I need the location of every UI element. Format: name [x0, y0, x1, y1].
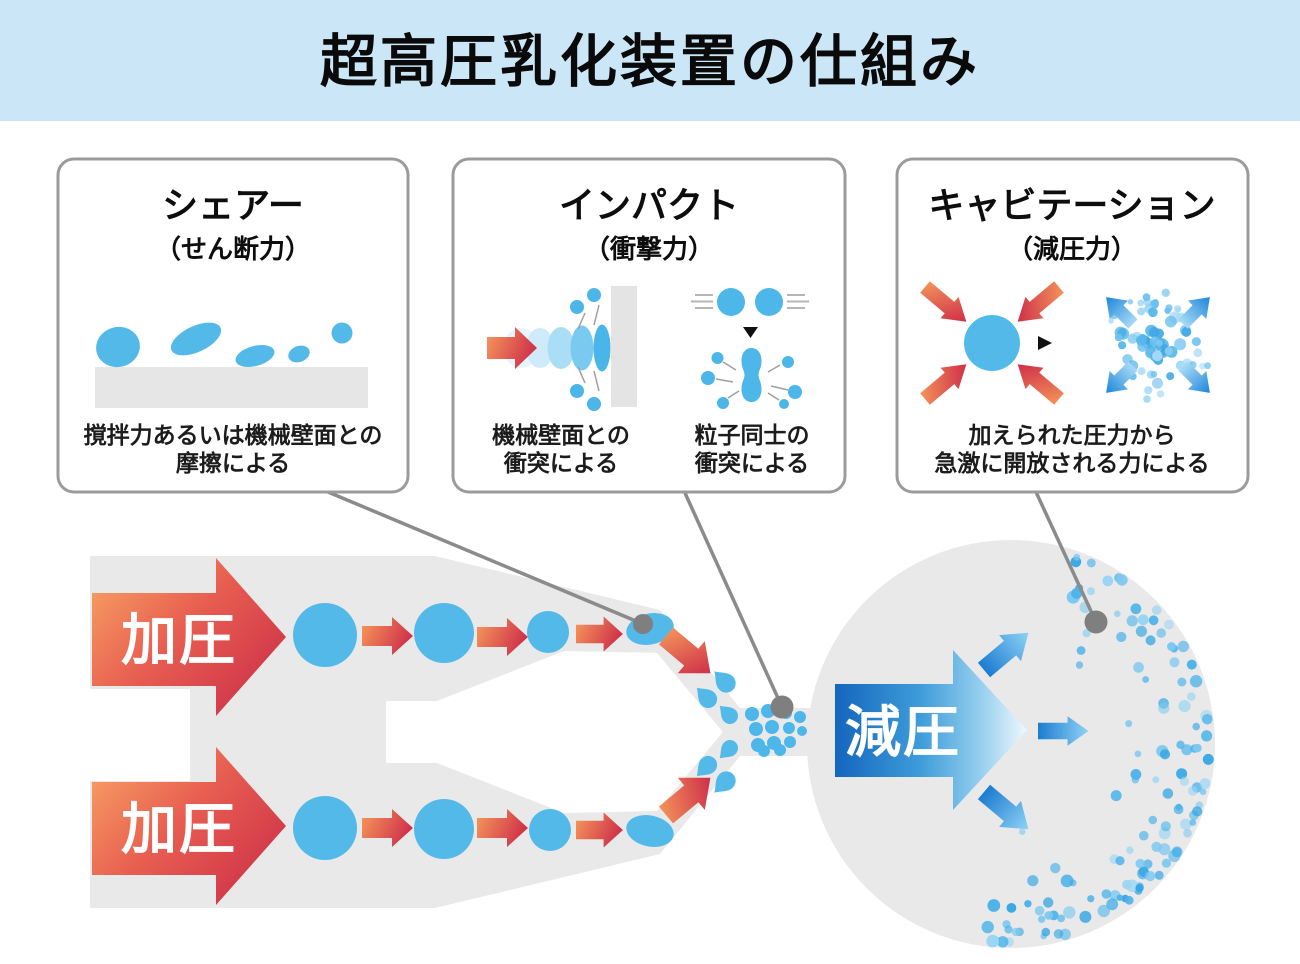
impact-caption-particle-line2: 衝突による	[694, 450, 809, 477]
cavitation-subtitle: （減圧力）	[1007, 235, 1137, 265]
impact-caption-wall-line2: 衝突による	[503, 450, 618, 477]
pressure-label-bottom: 加圧	[121, 798, 237, 863]
impact-particle-illustration	[691, 288, 809, 409]
channel-gap	[90, 689, 190, 781]
burst-particles	[1108, 288, 1211, 403]
cavitation-title: キャビテーション	[928, 186, 1215, 227]
channel-cavity	[386, 651, 723, 813]
connector-dot-shear	[633, 614, 653, 634]
shear-caption-line1: 撹拌力あるいは機械壁面との	[84, 422, 383, 449]
bottom-channel-particles	[293, 736, 742, 860]
cavitation-box-frame	[895, 157, 1250, 494]
shear-title: シェアー	[162, 186, 304, 227]
impact-wall-illustration	[487, 286, 637, 411]
impact-title: インパクト	[559, 186, 739, 227]
impact-caption-particle-line1: 粒子同士の	[695, 422, 810, 449]
shear-box-frame	[56, 157, 410, 494]
shear-caption-line2: 摩擦による	[176, 450, 290, 477]
shear-illustration	[95, 322, 368, 408]
connector-line-cavitation	[1034, 491, 1098, 623]
connector-line-shear	[327, 490, 644, 626]
dispersed-particles-cloud	[981, 553, 1214, 948]
info-box-cavitation: キャビテーション （減圧力） 加えられた圧力から 急激に開放される力による	[895, 157, 1250, 494]
pressure-arrow-bottom: 加圧	[92, 747, 286, 905]
connector-lines	[327, 490, 1108, 719]
right-triangle-icon	[1038, 336, 1052, 350]
info-box-impact: インパクト （衝撃力）	[451, 157, 847, 494]
impact-subtitle: （衝撃力）	[584, 235, 714, 265]
title-banner: 超高圧乳化装置の仕組み	[0, 0, 1300, 121]
connector-dot-cavitation	[1084, 610, 1108, 634]
decompression-label: 減圧	[845, 701, 961, 766]
connector-dot-impact	[770, 695, 794, 719]
banner-background	[0, 0, 1300, 121]
cavitation-burst-illustration	[1096, 287, 1220, 403]
cavitation-caption-line1: 加えられた圧力から	[968, 423, 1176, 449]
shear-subtitle: （せん断力）	[155, 234, 311, 265]
cavitation-caption-line2: 急激に開放される力による	[934, 450, 1209, 477]
pressure-arrow-top: 加圧	[92, 558, 286, 716]
impact-caption-wall-line1: 機械壁面との	[492, 422, 630, 449]
page-title: 超高圧乳化装置の仕組み	[320, 29, 980, 95]
impact-box-frame	[451, 157, 847, 494]
cavitation-compress-illustration	[916, 276, 1068, 410]
info-box-shear: シェアー （せん断力） 撹拌力あるいは機械壁面との 摩擦による	[56, 157, 410, 494]
decompression-arrow: 減圧	[835, 650, 1027, 810]
pressure-label-top: 加圧	[121, 609, 237, 674]
top-channel-particles	[293, 603, 742, 728]
down-triangle-icon	[743, 327, 758, 338]
connector-line-impact	[683, 492, 784, 708]
flow-diagram: 加圧 加圧	[90, 540, 1215, 948]
